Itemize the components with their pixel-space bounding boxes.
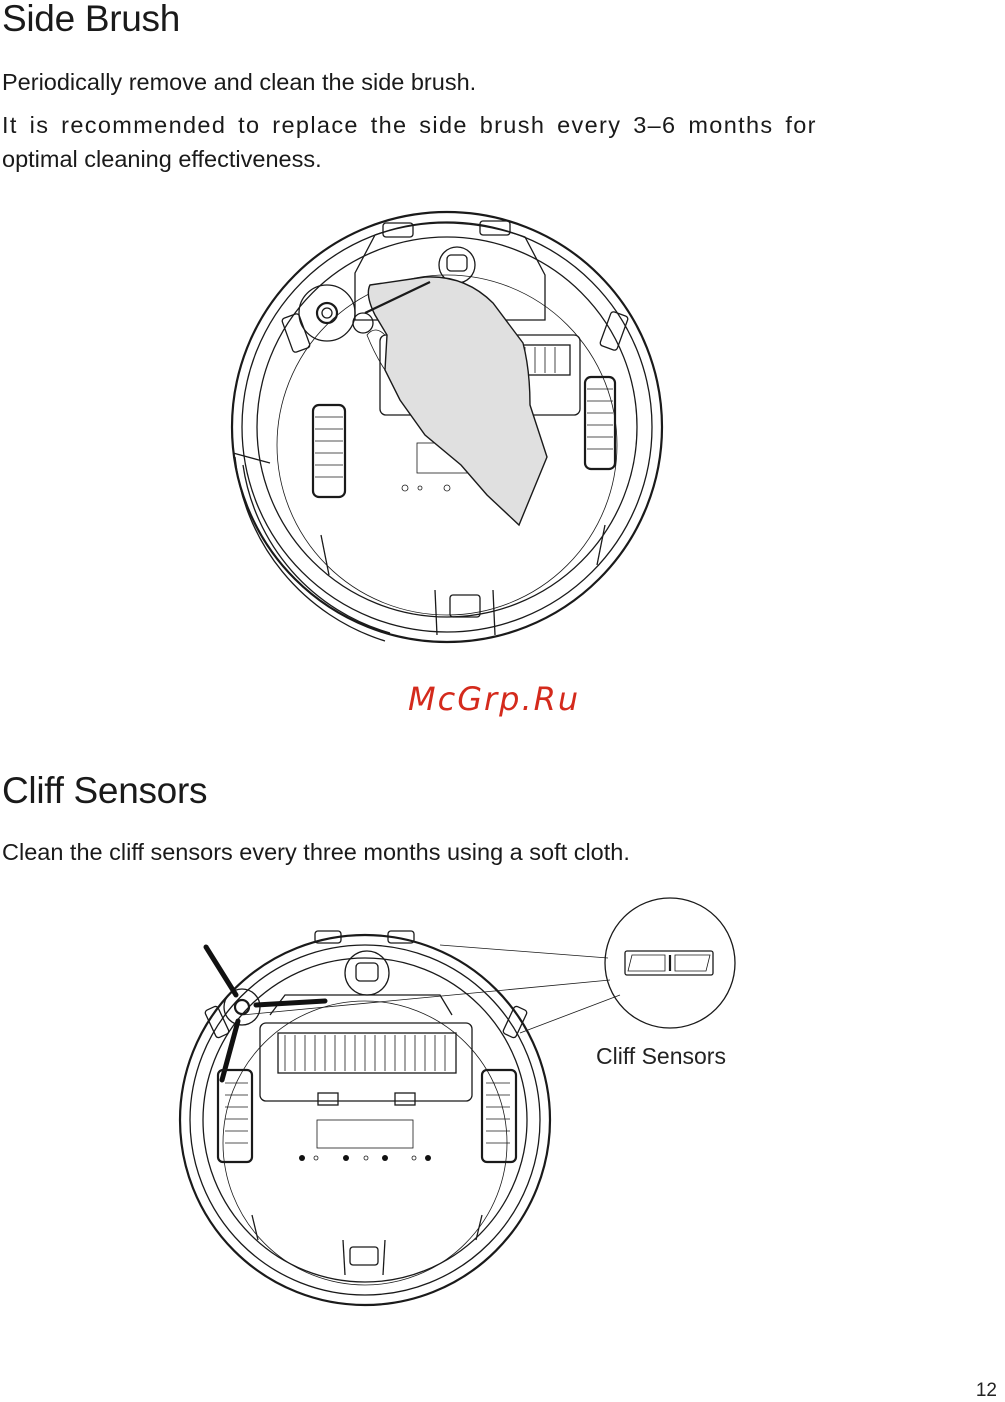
side-brush-removal-illustration: [225, 195, 665, 665]
section-title-cliff-sensors: Cliff Sensors: [2, 772, 207, 809]
side-brush-recommendation-line1: It is recommended to replace the side br…: [2, 111, 817, 139]
cliff-sensors-illustration: [170, 895, 750, 1305]
watermark-text: McGrp.Ru: [408, 680, 580, 718]
cliff-sensors-callout-label: Cliff Sensors: [596, 1043, 726, 1070]
side-brush-instruction: Periodically remove and clean the side b…: [2, 68, 476, 96]
side-brush-recommendation-line2: optimal cleaning effectiveness.: [2, 145, 322, 173]
section-title-side-brush: Side Brush: [2, 0, 180, 37]
page-number: 12: [976, 1380, 997, 1402]
cliff-sensors-instruction: Clean the cliff sensors every three mont…: [2, 838, 630, 866]
